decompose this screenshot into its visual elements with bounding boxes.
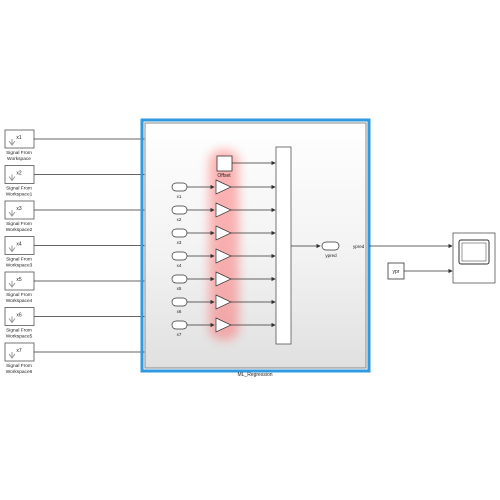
inner-inport[interactable] <box>171 182 188 192</box>
offset-label: Offset <box>217 173 231 179</box>
inner-inport-label: x5 <box>177 286 182 291</box>
source-caption: Workspace5 <box>6 334 33 340</box>
source-caption: Signal From <box>6 150 32 156</box>
download-arrow-icon <box>8 139 16 146</box>
download-arrow-icon <box>8 316 16 324</box>
ypr-label: ypr <box>393 269 400 275</box>
gain-block[interactable] <box>215 202 232 218</box>
gain-block[interactable] <box>215 179 232 195</box>
source-caption: Signal From <box>6 328 32 334</box>
source-caption: Signal From <box>6 257 32 263</box>
download-arrow-icon <box>8 210 16 217</box>
gain-block[interactable] <box>215 248 232 264</box>
source-caption: Workspace4 <box>6 298 33 304</box>
download-arrow-icon <box>8 245 16 253</box>
inner-inport-label: x7 <box>177 332 182 337</box>
source-value: x2 <box>16 171 22 177</box>
download-arrow-icon <box>8 352 16 359</box>
source-value: x7 <box>16 348 22 354</box>
inner-inport[interactable] <box>171 274 188 284</box>
download-arrow-icon <box>8 281 16 288</box>
gain-block[interactable] <box>215 317 232 333</box>
subsystem-name: ML_Regression <box>237 372 272 378</box>
inner-inport[interactable] <box>171 320 188 330</box>
gain-block[interactable] <box>215 294 232 310</box>
source-caption: Signal From <box>6 363 32 369</box>
scope-icon <box>458 239 490 265</box>
gain-block[interactable] <box>215 271 232 287</box>
source-caption: Workspace2 <box>6 227 33 233</box>
source-caption: Workspace1 <box>6 192 33 198</box>
subsystem-selection-border <box>140 118 371 373</box>
source-value: x4 <box>16 242 22 248</box>
inner-outport-label: ypred <box>325 253 337 258</box>
inner-outport[interactable] <box>321 241 340 251</box>
offset-block[interactable] <box>216 155 233 172</box>
source-value: x5 <box>16 277 22 283</box>
source-caption: Workspace6 <box>6 369 33 375</box>
inner-inport[interactable] <box>171 205 188 215</box>
source-caption: Signal From <box>6 221 32 227</box>
source-caption: Workspace3 <box>6 263 33 269</box>
ypr-block[interactable] <box>387 262 405 280</box>
gain-block[interactable] <box>215 225 232 241</box>
download-arrow-icon <box>8 174 16 182</box>
source-caption: Workspace <box>7 156 31 162</box>
inner-inport-label: x2 <box>177 217 182 222</box>
inner-inport-label: x6 <box>177 309 182 314</box>
inner-inport-label: x3 <box>177 240 182 245</box>
source-value: x1 <box>16 135 22 141</box>
source-caption: Signal From <box>6 186 32 192</box>
source-value: x3 <box>16 206 22 212</box>
source-caption: Signal From <box>6 292 32 298</box>
source-value: x6 <box>16 313 22 319</box>
subsystem-output-port-label: ypred <box>353 244 365 249</box>
inner-inport[interactable] <box>171 251 188 261</box>
inner-inport-label: x1 <box>177 194 182 199</box>
inner-inport[interactable] <box>171 297 188 307</box>
inner-inport[interactable] <box>171 228 188 238</box>
sum-bar[interactable] <box>275 146 292 345</box>
highlight-glow <box>209 150 239 340</box>
inner-inport-label: x4 <box>177 263 182 268</box>
